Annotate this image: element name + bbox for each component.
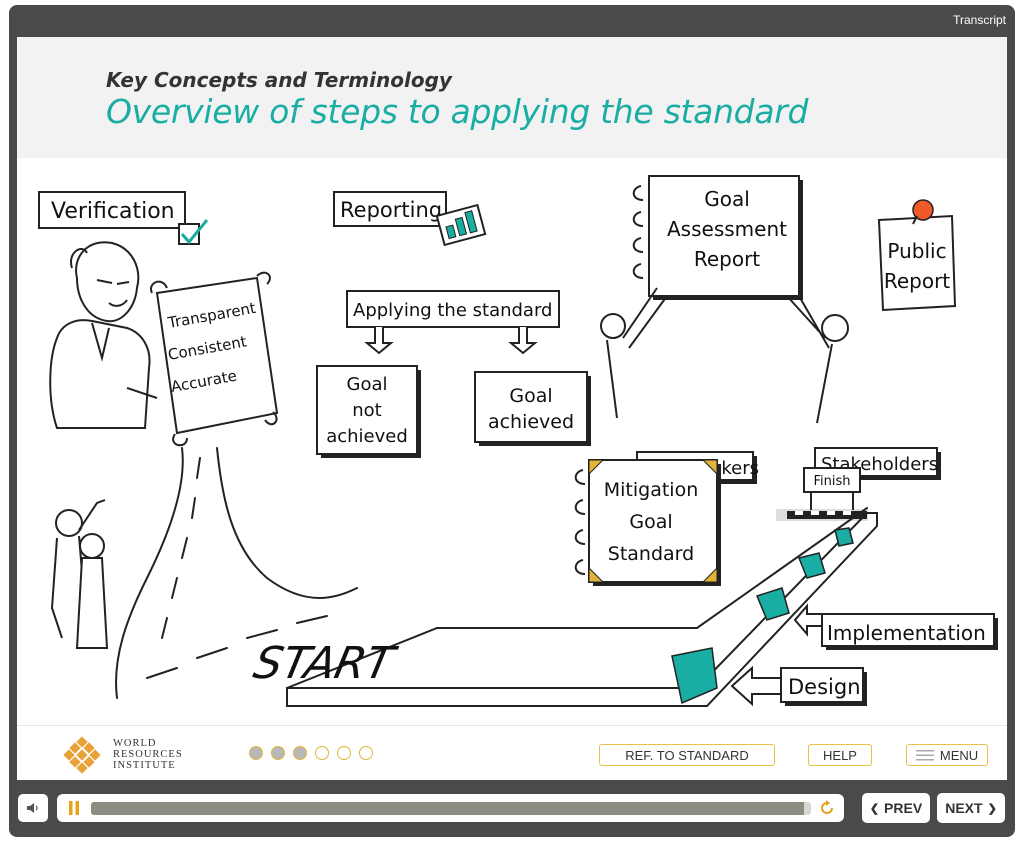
progress-dot[interactable] [271, 746, 285, 760]
people-figures [50, 499, 109, 649]
svg-text:Finish: Finish [813, 474, 850, 489]
replay-icon [821, 800, 833, 814]
hamburger-icon [915, 750, 934, 761]
sticky-notes [671, 527, 854, 705]
svg-text:not: not [352, 400, 381, 421]
wri-logo-text: WORLD RESOURCES INSTITUTE [113, 738, 183, 771]
reporting-box: Reporting [333, 191, 487, 247]
svg-text:Mitigation: Mitigation [604, 479, 699, 501]
svg-text:Implementation: Implementation [827, 621, 986, 645]
svg-text:achieved: achieved [488, 411, 574, 433]
pushpin-icon [912, 199, 934, 221]
next-button-label: NEXT [945, 800, 983, 816]
next-button[interactable]: NEXT ❯ [937, 793, 1005, 823]
svg-text:Verification: Verification [51, 199, 175, 224]
svg-text:achieved: achieved [326, 426, 408, 447]
playback-bar [57, 794, 844, 822]
progress-dot[interactable] [249, 746, 263, 760]
menu-button[interactable]: MENU [906, 744, 988, 766]
svg-text:Reporting: Reporting [340, 198, 442, 222]
svg-text:Goal: Goal [509, 385, 552, 407]
check-icon [180, 219, 209, 245]
svg-text:Report: Report [884, 269, 950, 293]
slide-content: Key Concepts and Terminology Overview of… [17, 37, 1007, 780]
transcript-button[interactable]: Transcript [953, 13, 1006, 27]
implementation-label: Implementation [793, 603, 998, 650]
road-left-edge [115, 447, 184, 699]
svg-text:Public: Public [887, 239, 946, 263]
svg-text:Assessment: Assessment [667, 217, 787, 241]
prev-button[interactable]: ❮ PREV [862, 793, 930, 823]
pause-button[interactable] [69, 801, 79, 815]
svg-text:Goal: Goal [347, 374, 388, 395]
ref-to-standard-button[interactable]: REF. TO STANDARD [599, 744, 775, 766]
start-label: START [249, 638, 402, 688]
svg-text:Goal: Goal [629, 511, 672, 533]
svg-text:Design: Design [788, 675, 861, 699]
svg-text:Standard: Standard [608, 543, 694, 565]
bar-chart-icon [445, 210, 478, 240]
slide-header: Key Concepts and Terminology Overview of… [17, 37, 1007, 158]
svg-text:Report: Report [694, 247, 760, 271]
svg-text:Applying the standard: Applying the standard [353, 300, 552, 321]
progress-dot[interactable] [359, 746, 373, 760]
volume-button[interactable] [18, 794, 48, 822]
goal-not-achieved-box: Goal not achieved [316, 365, 421, 458]
progress-dot[interactable] [315, 746, 329, 760]
speaker-icon [27, 803, 38, 813]
chevron-right-icon: ❯ [987, 802, 997, 815]
pause-icon [69, 801, 79, 815]
playback-controls: ❮ PREV NEXT ❯ [9, 785, 1015, 837]
slide-footer: WORLD RESOURCES INSTITUTE REF. TO STANDA… [17, 725, 1007, 780]
progress-dot[interactable] [337, 746, 351, 760]
wri-logo-icon [63, 736, 101, 774]
chevron-left-icon: ❮ [869, 802, 880, 815]
playback-progress-track[interactable] [91, 802, 811, 815]
mitigation-goal-standard-notebook: Mitigation Goal Standard [574, 459, 721, 586]
goal-achieved-box: Goal achieved [474, 371, 591, 446]
replay-button[interactable] [819, 800, 835, 816]
menu-button-label: MENU [939, 747, 979, 763]
design-label: Design [730, 665, 867, 707]
svg-text:Goal: Goal [704, 187, 750, 211]
prev-button-label: PREV [884, 800, 923, 816]
presenter-figure [49, 241, 158, 429]
help-button[interactable]: HELP [808, 744, 872, 766]
finish-sign: Finish [803, 467, 861, 510]
applying-standard-box: Applying the standard [346, 290, 560, 355]
slide-progress-dots [249, 746, 373, 760]
start-track [286, 512, 878, 707]
report-holders-figures [600, 287, 849, 424]
progress-dot[interactable] [293, 746, 307, 760]
slide-subtitle: Key Concepts and Terminology [106, 68, 452, 92]
slide-title: Overview of steps to applying the standa… [106, 92, 809, 131]
steps-illustration: Verification Reporting [38, 175, 998, 707]
public-report-note: Public Report [877, 199, 957, 312]
playback-progress-fill [91, 802, 804, 815]
scroll-document: Transparent Consistent Accurate [150, 271, 279, 447]
verification-box: Verification [38, 191, 209, 245]
goal-assessment-report-notebook: Goal Assessment Report [632, 175, 803, 300]
finish-line [787, 511, 867, 519]
